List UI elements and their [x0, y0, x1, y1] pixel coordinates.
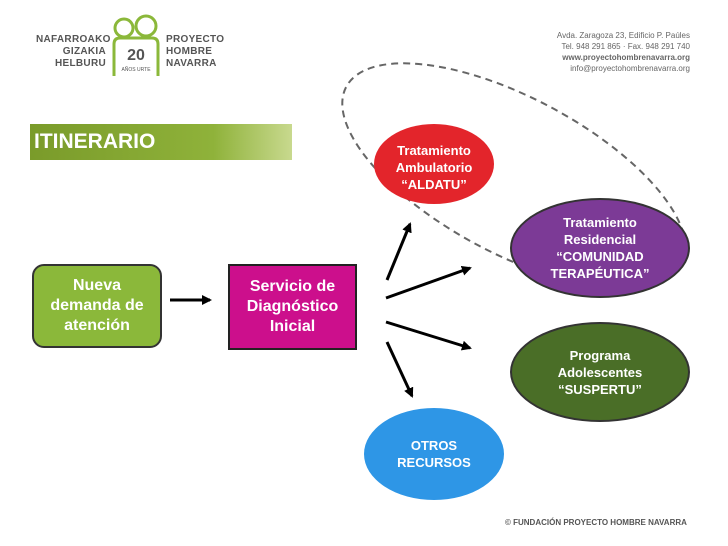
contact-website[interactable]: www.proyectohombrenavarra.org	[562, 53, 690, 62]
contact-info: Avda. Zaragoza 23, Edificio P. Paúles Te…	[480, 30, 690, 74]
node-adolescentes: Programa Adolescentes “SUSPERTU”	[510, 322, 690, 422]
node-servicio-diagnostico: Servicio de Diagnóstico Inicial	[228, 264, 357, 350]
node-nueva-demanda: Nueva demanda de atención	[32, 264, 162, 348]
logo-years: AÑOS URTE	[121, 66, 151, 73]
logo-text-right: PROYECTO HOMBRE NAVARRA	[166, 34, 225, 69]
contact-email[interactable]: info@proyectohombrenavarra.org	[570, 64, 690, 73]
node-residencial: Tratamiento Residencial “COMUNIDAD TERAP…	[510, 198, 690, 298]
footer-copyright: © FUNDACIÓN PROYECTO HOMBRE NAVARRA	[505, 518, 687, 527]
arrow-to-otros	[385, 341, 414, 398]
arrow-to-ambulatorio	[385, 222, 412, 281]
arrow-to-residencial	[385, 265, 472, 300]
node-otros-recursos: OTROS RECURSOS	[364, 408, 504, 500]
contact-phone: Tel. 948 291 865 · Fax. 948 291 740	[561, 42, 690, 51]
logo-text-left: NAFARROAKO GIZAKIA HELBURU	[36, 34, 111, 69]
logo-number: 20	[127, 47, 145, 64]
node-ambulatorio: Tratamiento Ambulatorio “ALDATU”	[374, 124, 494, 204]
arrow-to-adolescentes	[385, 320, 472, 351]
itinerario-banner: ITINERARIO	[30, 124, 292, 160]
contact-address: Avda. Zaragoza 23, Edificio P. Paúles	[556, 31, 690, 40]
logo-mark: 20 AÑOS URTE	[112, 14, 160, 76]
